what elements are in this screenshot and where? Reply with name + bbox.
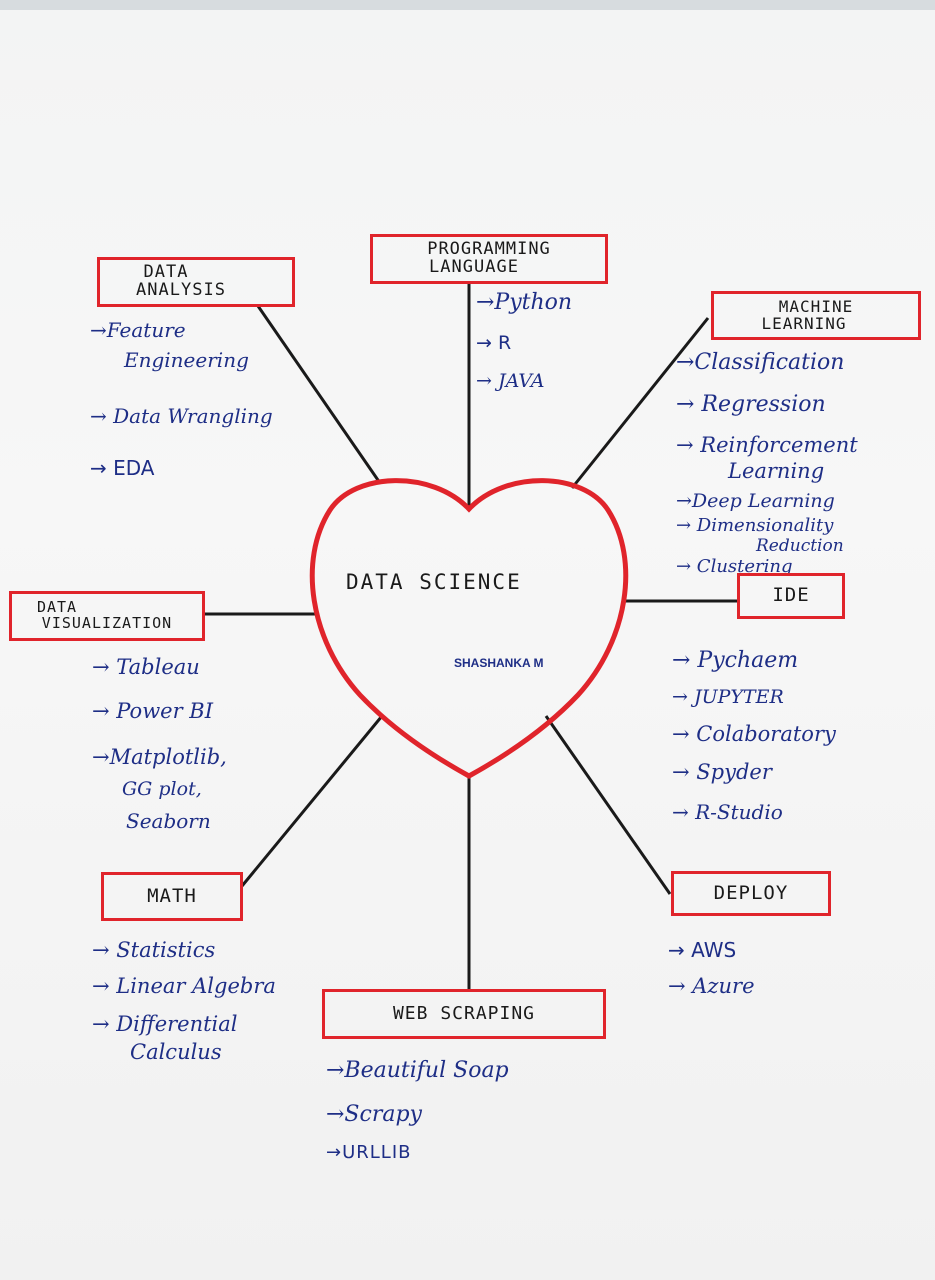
node-ide: IDE — [737, 573, 845, 619]
list-programming-language: →Python → R → JAVA — [476, 290, 572, 392]
node-machine-learning: MACHINE LEARNING — [711, 291, 921, 340]
item-line: → Differential — [92, 1012, 238, 1036]
list-web-scraping: →Beautiful Soap →Scrapy →URLLIB — [326, 1058, 509, 1163]
item-line: →Python — [476, 290, 573, 315]
list-item: →Scrapy — [326, 1102, 509, 1142]
item-line: →Feature — [90, 318, 186, 342]
node-title-line: PROGRAMMING — [427, 239, 551, 260]
node-title-line: DEPLOY — [713, 881, 789, 904]
list-item: → Data Wrangling — [90, 404, 273, 456]
connector-machine-learning — [570, 317, 710, 489]
item-line: → Tableau — [92, 655, 200, 679]
node-math: MATH — [101, 872, 243, 921]
connector-data-analysis — [256, 305, 382, 484]
list-data-visualization: → Tableau → Power BI →Matplotlib, GG plo… — [92, 655, 227, 837]
central-heart — [309, 478, 629, 779]
list-data-analysis: →Feature Engineering → Data Wrangling → … — [90, 318, 273, 480]
node-title-line: IDE — [772, 584, 810, 607]
node-title-line: MACHINE — [778, 296, 854, 316]
item-line: → R — [476, 332, 512, 354]
list-item: → Tableau — [92, 655, 227, 699]
list-item: → Spyder — [672, 760, 836, 800]
list-item: → Colaboratory — [672, 722, 836, 760]
item-line: Learning — [728, 459, 825, 483]
item-line: → EDA — [90, 456, 155, 480]
list-item: →Feature Engineering — [90, 318, 273, 404]
node-data-visualization: DATA VISUALIZATION — [9, 591, 205, 641]
item-line: → Spyder — [672, 760, 772, 784]
list-ide: → Pychaem → JUPYTER → Colaboratory → Spy… — [672, 648, 836, 824]
list-item: → Linear Algebra — [92, 974, 276, 1010]
item-line: Reduction — [756, 536, 844, 556]
list-item: →Python — [476, 290, 572, 332]
item-line: GG plot, — [122, 778, 202, 800]
item-line: → AWS — [668, 938, 737, 962]
list-item: → Clustering — [676, 556, 858, 577]
node-title-line: LEARNING — [761, 313, 847, 333]
node-deploy: DEPLOY — [671, 871, 831, 916]
list-item: → R-Studio — [672, 800, 836, 824]
item-line: → Clustering — [676, 556, 793, 577]
list-item: → Regression — [676, 392, 858, 432]
central-topic-title: DATA SCIENCE — [346, 570, 522, 594]
list-item: →Classification — [676, 350, 858, 392]
list-math: → Statistics → Linear Algebra → Differen… — [92, 938, 276, 1066]
node-title-line: DATA — [143, 262, 189, 283]
item-line: → Dimensionality — [676, 515, 834, 536]
list-item: → Statistics — [92, 938, 276, 974]
node-title-line: ANALYSIS — [136, 280, 226, 300]
list-item: → Dimensionality Reduction — [676, 515, 858, 557]
item-line: Calculus — [130, 1040, 222, 1064]
list-item: →URLLIB — [326, 1142, 509, 1163]
list-item: → AWS — [668, 938, 755, 974]
item-line: → JAVA — [476, 370, 545, 392]
item-line: → Colaboratory — [672, 722, 836, 746]
list-item: → Differential Calculus — [92, 1010, 276, 1066]
item-line: → Data Wrangling — [90, 404, 273, 428]
item-line: → Reinforcement — [676, 433, 858, 457]
item-line: → R-Studio — [672, 800, 783, 824]
item-line: → Power BI — [92, 699, 214, 723]
node-data-analysis: DATA ANALYSIS — [97, 257, 295, 307]
list-item: → Reinforcement Learning — [676, 432, 858, 490]
item-line: → Pychaem — [672, 648, 799, 673]
list-item: → JAVA — [476, 370, 572, 392]
author-signature: SHASHANKA M — [454, 656, 544, 670]
item-line: → Regression — [676, 392, 826, 417]
list-item: → Azure — [668, 974, 755, 998]
node-title-line: VISUALIZATION — [41, 614, 173, 632]
item-line: → JUPYTER — [672, 686, 784, 708]
item-line: →URLLIB — [326, 1142, 412, 1163]
node-web-scraping: WEB SCRAPING — [322, 989, 606, 1039]
item-line: →Matplotlib, — [92, 745, 227, 769]
list-item: → Power BI — [92, 699, 227, 741]
item-line: →Deep Learning — [676, 490, 835, 512]
item-line: Engineering — [124, 348, 249, 372]
node-title-line: LANGUAGE — [429, 257, 519, 277]
list-item: →Beautiful Soap — [326, 1058, 509, 1102]
connector-math — [240, 715, 384, 887]
list-machine-learning: →Classification → Regression → Reinforce… — [676, 350, 858, 577]
item-line: → Azure — [668, 974, 755, 998]
list-deploy: → AWS → Azure — [668, 938, 755, 998]
list-item: → Pychaem — [672, 648, 836, 686]
list-item: →Deep Learning — [676, 490, 858, 516]
list-item: →Matplotlib, GG plot, Seaborn — [92, 741, 227, 837]
item-line: →Classification — [676, 350, 845, 375]
list-item: → R — [476, 332, 572, 370]
item-line: → Linear Algebra — [92, 974, 276, 998]
node-title-line: WEB SCRAPING — [392, 1002, 536, 1024]
item-line: →Scrapy — [326, 1102, 422, 1127]
node-title-line: MATH — [147, 884, 197, 907]
list-item: → JUPYTER — [672, 686, 836, 722]
node-title-line: DATA — [36, 598, 78, 617]
item-line: → Statistics — [92, 938, 216, 962]
item-line: Seaborn — [126, 809, 211, 833]
list-item: → EDA — [90, 456, 273, 480]
node-programming-language: PROGRAMMING LANGUAGE — [370, 234, 608, 284]
connector-deploy — [544, 715, 672, 895]
item-line: →Beautiful Soap — [326, 1058, 509, 1083]
